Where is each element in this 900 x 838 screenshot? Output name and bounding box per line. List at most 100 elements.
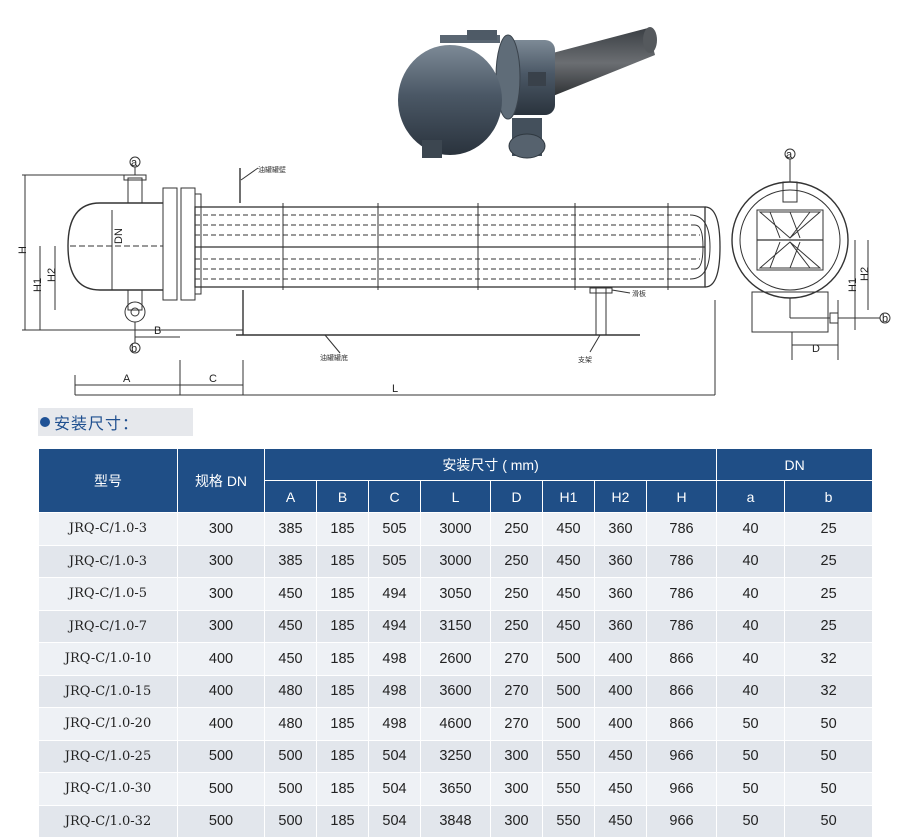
table-cell: 185 bbox=[316, 804, 369, 838]
note-tank-wall: 油罐罐壁 bbox=[258, 165, 286, 174]
table-cell: 185 bbox=[316, 544, 369, 578]
table-cell: 300 bbox=[490, 739, 543, 773]
cell-model: JRQ-C/1.0-30 bbox=[38, 772, 178, 806]
table-cell: 360 bbox=[594, 609, 647, 643]
dim-B: B bbox=[154, 325, 161, 337]
table-cell: 550 bbox=[542, 772, 595, 806]
cell-model: JRQ-C/1.0-5 bbox=[38, 577, 178, 611]
table-cell: 494 bbox=[368, 609, 421, 643]
table-cell: 505 bbox=[368, 544, 421, 578]
table-cell: 50 bbox=[716, 804, 786, 838]
table-cell: 500 bbox=[542, 642, 595, 676]
cell-model: JRQ-C/1.0-20 bbox=[38, 707, 178, 741]
table-cell: 3848 bbox=[420, 804, 491, 838]
table-cell: 50 bbox=[784, 804, 874, 838]
table-cell: 494 bbox=[368, 577, 421, 611]
table-cell: 360 bbox=[594, 577, 647, 611]
header-dn: DN bbox=[716, 448, 874, 481]
end-dim-H1: H1 bbox=[847, 278, 859, 292]
end-nozzle-b-label: b bbox=[882, 313, 888, 325]
table-cell: 300 bbox=[177, 512, 265, 546]
table-cell: 500 bbox=[177, 739, 265, 773]
table-cell: 32 bbox=[784, 642, 874, 676]
table-cell: 3050 bbox=[420, 577, 491, 611]
table-cell: 450 bbox=[542, 609, 595, 643]
cell-model: JRQ-C/1.0-15 bbox=[38, 674, 178, 708]
table-cell: 786 bbox=[645, 544, 718, 578]
table-cell: 40 bbox=[716, 577, 786, 611]
table-cell: 550 bbox=[542, 804, 595, 838]
cell-model: JRQ-C/1.0-3 bbox=[38, 544, 178, 578]
table-cell: 250 bbox=[490, 609, 543, 643]
table-cell: 40 bbox=[716, 642, 786, 676]
table-cell: 50 bbox=[784, 772, 874, 806]
side-view bbox=[22, 156, 721, 396]
table-cell: 450 bbox=[594, 772, 647, 806]
table-cell: 50 bbox=[784, 707, 874, 741]
table-cell: 360 bbox=[594, 512, 647, 546]
table-cell: 966 bbox=[645, 739, 718, 773]
table-cell: 866 bbox=[645, 674, 718, 708]
header-col-H1: H1 bbox=[542, 480, 595, 513]
table-cell: 270 bbox=[490, 674, 543, 708]
cell-model: JRQ-C/1.0-3 bbox=[38, 512, 178, 546]
table-cell: 786 bbox=[645, 577, 718, 611]
section-header: 安装尺寸： bbox=[38, 408, 193, 436]
table-cell: 50 bbox=[784, 739, 874, 773]
table-cell: 40 bbox=[716, 674, 786, 708]
table-cell: 300 bbox=[490, 772, 543, 806]
table-cell: 300 bbox=[177, 544, 265, 578]
table-cell: 3000 bbox=[420, 512, 491, 546]
header-col-a: a bbox=[716, 480, 786, 513]
table-cell: 504 bbox=[368, 804, 421, 838]
table-cell: 400 bbox=[177, 642, 265, 676]
header-model: 型号 bbox=[38, 448, 178, 513]
header-spec: 规格 DN bbox=[177, 448, 265, 513]
table-cell: 450 bbox=[594, 739, 647, 773]
table-cell: 3000 bbox=[420, 544, 491, 578]
header-install-dims: 安装尺寸 ( mm) bbox=[263, 448, 718, 481]
table-cell: 500 bbox=[264, 804, 317, 838]
table-cell: 50 bbox=[716, 739, 786, 773]
table-cell: 500 bbox=[177, 772, 265, 806]
table-cell: 400 bbox=[177, 707, 265, 741]
spec-table: 型号 规格 DN 安装尺寸 ( mm) DN A B C L D H1 H2 H… bbox=[38, 448, 874, 838]
dim-D: D bbox=[812, 343, 820, 355]
table-cell: 300 bbox=[177, 609, 265, 643]
table-cell: 500 bbox=[264, 772, 317, 806]
table-cell: 450 bbox=[264, 609, 317, 643]
table-cell: 786 bbox=[645, 609, 718, 643]
table-cell: 185 bbox=[316, 707, 369, 741]
table-cell: 480 bbox=[264, 707, 317, 741]
table-header-row-2: A B C L D H1 H2 H a b bbox=[39, 480, 874, 513]
table-cell: 185 bbox=[316, 577, 369, 611]
table-cell: 400 bbox=[177, 674, 265, 708]
table-cell: 250 bbox=[490, 512, 543, 546]
table-cell: 500 bbox=[542, 707, 595, 741]
header-col-B: B bbox=[316, 480, 369, 513]
table-cell: 4600 bbox=[420, 707, 491, 741]
table-cell: 500 bbox=[177, 804, 265, 838]
table-cell: 400 bbox=[594, 707, 647, 741]
dim-A: A bbox=[123, 373, 131, 385]
table-cell: 450 bbox=[264, 642, 317, 676]
header-col-H2: H2 bbox=[594, 480, 647, 513]
table-header-row-1: 型号 规格 DN 安装尺寸 ( mm) DN bbox=[38, 448, 874, 513]
table-cell: 480 bbox=[264, 674, 317, 708]
end-view-labels: a b D H1 H2 bbox=[786, 149, 888, 355]
nozzle-a-label: a bbox=[131, 157, 138, 169]
table-cell: 300 bbox=[177, 577, 265, 611]
table-cell: 500 bbox=[542, 674, 595, 708]
table-cell: 185 bbox=[316, 642, 369, 676]
table-cell: 504 bbox=[368, 739, 421, 773]
drawing-svg: H H1 H2 DN B A C L a b 油罐罐壁 油罐罐底 滑板 支架 bbox=[17, 27, 891, 396]
table-cell: 3650 bbox=[420, 772, 491, 806]
table-cell: 270 bbox=[490, 707, 543, 741]
table-cell: 866 bbox=[645, 707, 718, 741]
table-cell: 250 bbox=[490, 544, 543, 578]
